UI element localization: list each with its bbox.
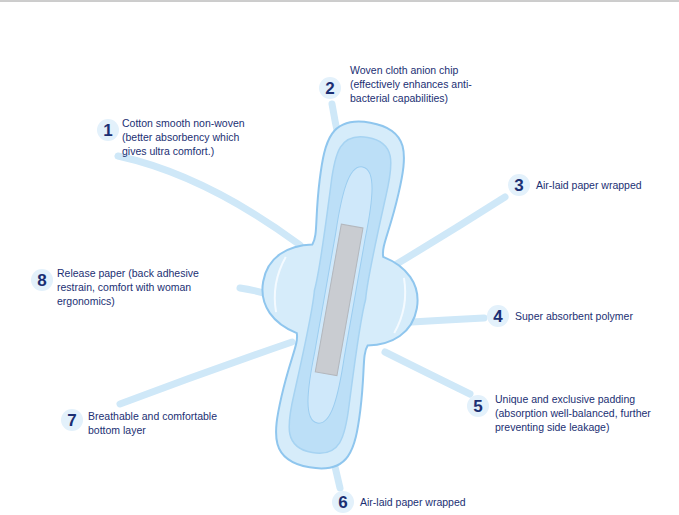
callout-number: 4: [493, 308, 502, 325]
part-label: Air-laid paper wrapped: [360, 495, 500, 509]
callout-number: 7: [67, 412, 76, 429]
part-label: Breathable and comfortable bottom layer: [88, 409, 228, 437]
swoosh-lines: [118, 104, 505, 488]
part-label: Release paper (back adhesive restrain, c…: [57, 266, 235, 308]
callout-number: 3: [514, 177, 523, 194]
callout-number: 8: [37, 272, 46, 289]
number-bubbles: [31, 77, 530, 513]
part-label: Cotton smooth non-woven (better absorben…: [122, 116, 250, 158]
callout-number: 5: [473, 398, 482, 415]
part-label: Unique and exclusive padding (absorption…: [495, 392, 673, 434]
part-label: Super absorbent polymer: [515, 309, 673, 323]
top-rule: [0, 1, 679, 2]
sanitary-pad: [233, 109, 447, 481]
part-label: Woven cloth anion chip (effectively enha…: [350, 63, 492, 105]
part-label: Air-laid paper wrapped: [536, 178, 674, 192]
callout-number: 6: [338, 494, 347, 511]
callout-number: 1: [103, 122, 112, 139]
callout-number: 2: [325, 80, 334, 97]
